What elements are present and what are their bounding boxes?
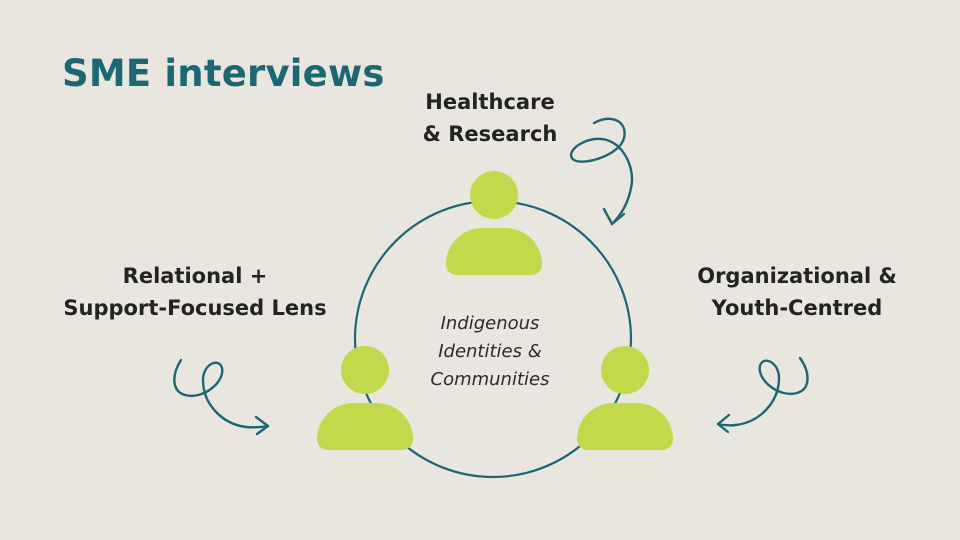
lens-label-line: Relational + [122, 264, 268, 288]
person-icon-right [577, 346, 673, 464]
person-head [470, 171, 518, 219]
lens-label-line: Youth-Centred [711, 296, 883, 320]
curly-arrow-icon-left [173, 358, 270, 436]
person-body [446, 228, 542, 275]
lens-label-organizational: Organizational & Youth-Centred [667, 260, 927, 324]
person-head [341, 346, 389, 394]
center-label-line: Communities [430, 369, 550, 390]
curly-arrow-icon-top [569, 117, 634, 226]
lens-label-relational: Relational + Support-Focused Lens [40, 260, 350, 324]
person-icon-left [317, 346, 413, 464]
center-label-line: Indigenous [440, 313, 540, 334]
lens-label-healthcare: Healthcare & Research [390, 86, 590, 150]
person-head [601, 346, 649, 394]
lens-label-line: & Research [422, 122, 558, 146]
person-body [317, 403, 413, 450]
lens-label-line: Organizational & [697, 264, 897, 288]
lens-label-line: Healthcare [425, 90, 555, 114]
center-label-line: Identities & [438, 341, 542, 362]
person-icon-top [446, 171, 542, 289]
curly-arrow-icon-right [716, 356, 809, 434]
lens-label-line: Support-Focused Lens [63, 296, 327, 320]
person-body [577, 403, 673, 450]
center-label: Indigenous Identities & Communities [400, 310, 580, 394]
slide-title: SME interviews [62, 52, 385, 95]
